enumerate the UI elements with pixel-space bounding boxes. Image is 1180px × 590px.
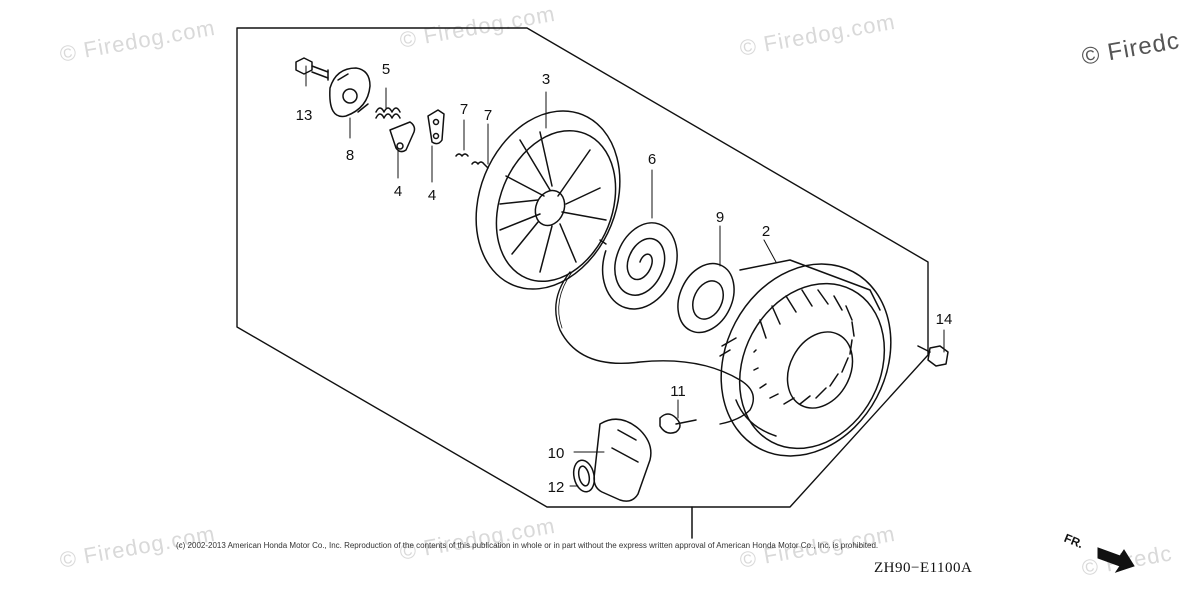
callout-7b: 7 (484, 107, 492, 124)
starter-rope-inner (558, 271, 573, 329)
callout-13: 13 (296, 107, 313, 124)
copyright-notice: (c) 2002-2013 American Honda Motor Co., … (176, 541, 879, 550)
diagram-code: ZH90−E1100A (874, 560, 973, 576)
callout-10: 10 (548, 445, 565, 462)
callout-9: 9 (716, 209, 724, 226)
friction-plate-8-shape (329, 67, 371, 118)
callout-14: 14 (936, 311, 953, 328)
bolt-14-shape (917, 345, 949, 367)
grip-10-shape (593, 418, 652, 502)
assembly-outline (236, 27, 929, 508)
spring-5-shape (375, 107, 401, 119)
washer-9-shape (677, 262, 735, 334)
callout-5: 5 (382, 61, 390, 78)
callout-2: 2 (762, 223, 770, 240)
rope-knot-11-shape (659, 413, 697, 434)
starter-case-2-shape (719, 259, 892, 457)
callout-3: 3 (542, 71, 550, 88)
bolt-13-shape (295, 57, 329, 81)
reel-3-shape (475, 110, 621, 290)
callout-11: 11 (670, 383, 686, 400)
callout-8: 8 (346, 147, 354, 164)
leader-lines (305, 65, 945, 487)
grip-insert-12-shape (572, 459, 596, 493)
pawl-4a-shape (389, 121, 416, 153)
callout-4a: 4 (394, 183, 402, 200)
callout-6: 6 (648, 151, 656, 168)
starter-rope (555, 271, 754, 425)
spring-7b-shape (471, 161, 489, 169)
callout-7a: 7 (460, 101, 468, 118)
spring-7a-shape (455, 153, 469, 157)
pawl-4b-shape (427, 109, 445, 145)
callout-12: 12 (548, 479, 565, 496)
spiral-spring-6-shape (599, 222, 678, 310)
callout-4b: 4 (428, 187, 436, 204)
front-direction-arrow-icon (1097, 547, 1135, 573)
